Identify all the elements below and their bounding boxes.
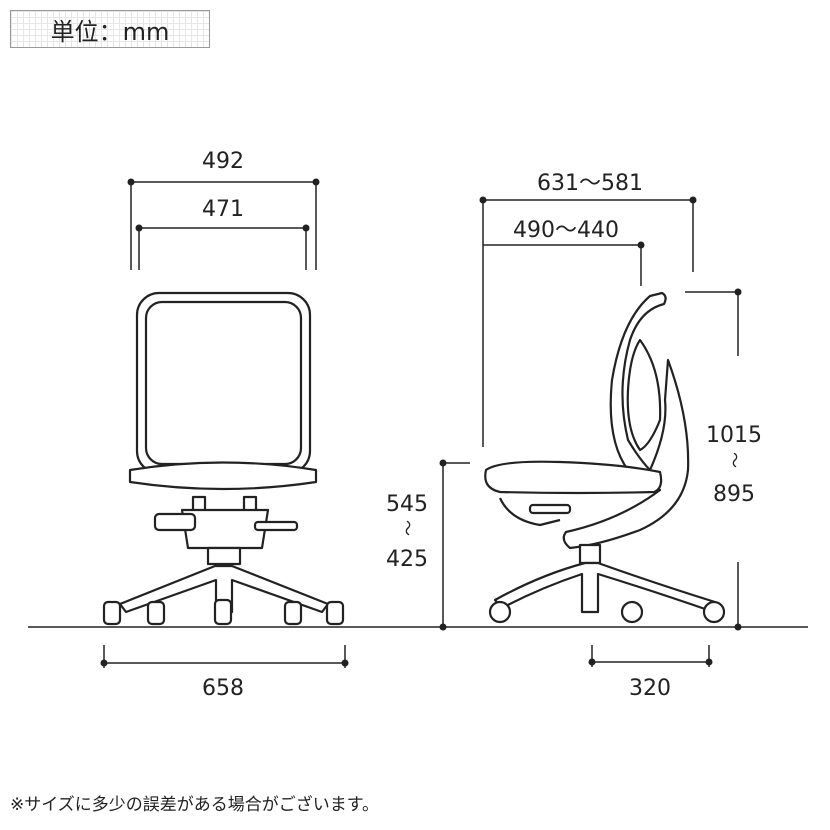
seat-depth-dimension: 490〜440: [483, 218, 645, 286]
base-width-dimension: 658: [100, 645, 349, 701]
overall-height-dimension: 1015 〜 895: [685, 288, 762, 631]
base-width-label: 658: [202, 676, 244, 701]
unit-label: 単位：mm: [10, 10, 210, 48]
caster-span-dimension: 320: [588, 645, 713, 701]
seat-height-min-label: 425: [386, 547, 428, 572]
overall-height-max-label: 1015: [706, 423, 762, 448]
overall-depth-dimension: 631〜581: [479, 171, 697, 447]
seat-height-dimension: 545 〜 425: [386, 459, 470, 631]
front-view-chair: [102, 291, 345, 626]
seat-height-max-label: 545: [386, 492, 428, 517]
overall-height-min-label: 895: [713, 482, 755, 507]
caster-span-label: 320: [629, 676, 671, 701]
footer-disclaimer: ※サイズに多少の誤差がある場合がございます。: [10, 795, 380, 815]
overall-height-sep: 〜: [725, 452, 744, 468]
front-width-dimension: 492: [127, 149, 320, 270]
overall-depth-label: 631〜581: [537, 171, 643, 196]
seat-height-sep: 〜: [398, 520, 417, 536]
overall-width-label: 492: [202, 149, 244, 174]
back-width-dimension: 471: [135, 197, 310, 270]
seat-depth-label: 490〜440: [513, 218, 619, 243]
side-view-chair: [484, 291, 726, 624]
back-width-label: 471: [202, 197, 244, 222]
